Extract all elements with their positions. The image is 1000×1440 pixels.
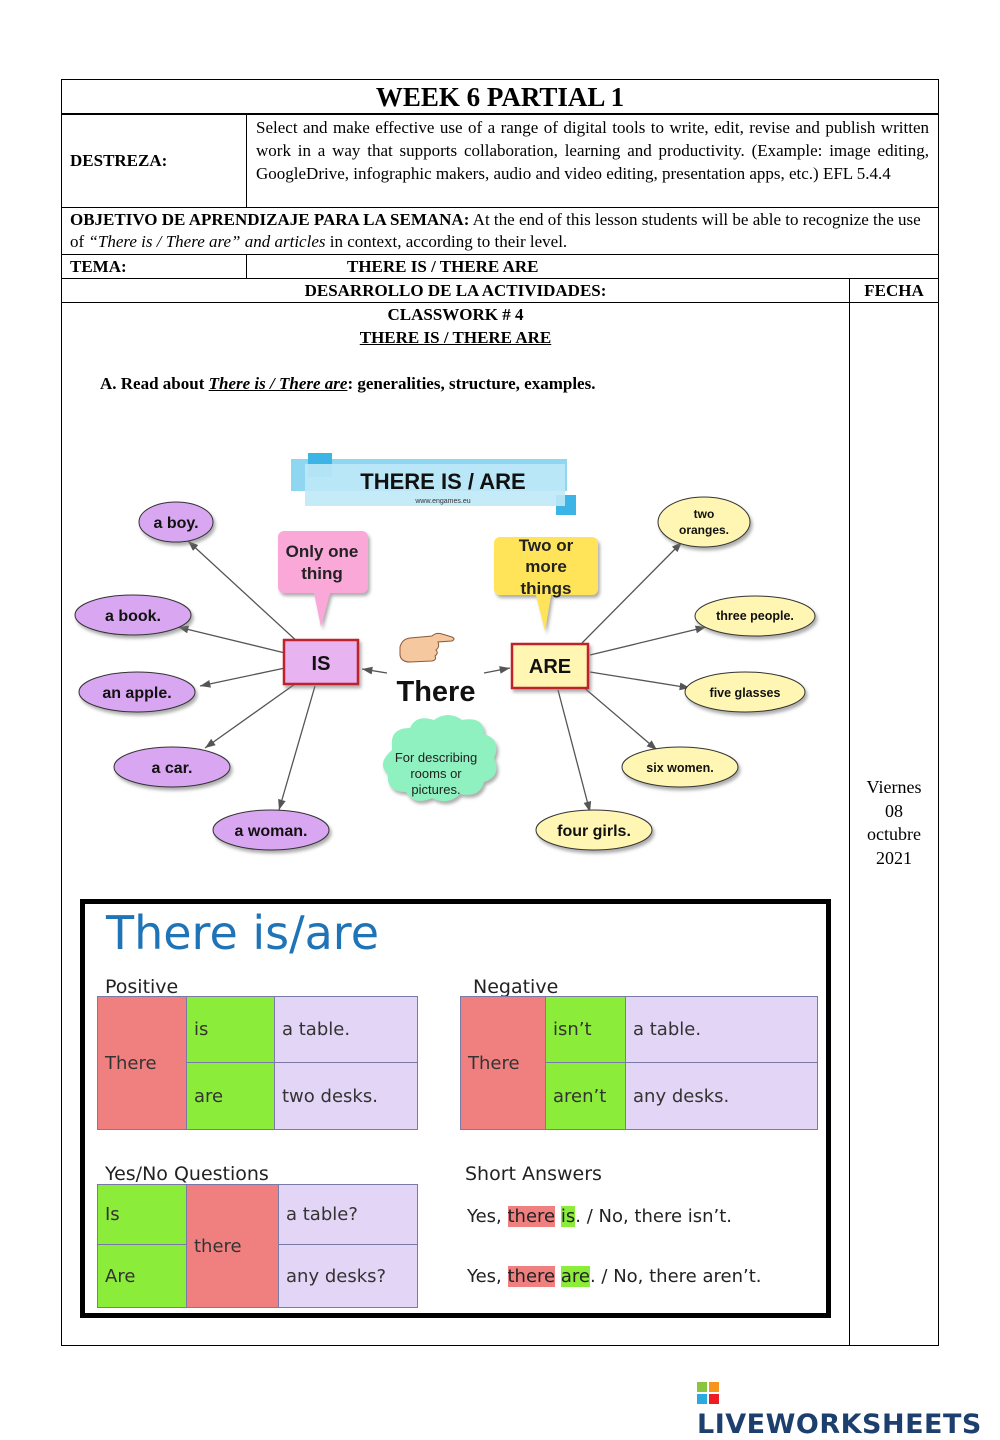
question-is: Is: [97, 1184, 187, 1245]
grammar-title: There is/are: [106, 906, 380, 960]
question-there: there: [186, 1184, 279, 1308]
date-num: 08: [885, 800, 903, 821]
cloud-shape: [382, 715, 497, 802]
liveworksheets-logo-text: LIVEWORKSHEETS: [697, 1409, 982, 1440]
are-box: [510, 642, 590, 690]
classwork-subtitle: THERE IS / THERE ARE: [359, 328, 552, 347]
singular-node: an apple.: [102, 685, 171, 702]
there-is-are-mindmap: THERE IS / ARE www.engames.eu Only one t…: [74, 453, 816, 851]
liveworksheets-logo: LIVEWORKSHEETS: [697, 1378, 1000, 1440]
cloud-line3: pictures.: [411, 782, 460, 797]
questions-heading: Yes/No Questions: [105, 1163, 269, 1185]
negative-obj1: a table.: [625, 996, 818, 1063]
cloud-line2: rooms or: [410, 766, 462, 781]
plural-node-two: two: [694, 507, 715, 521]
negative-there: There: [460, 996, 546, 1130]
are-arrows: [483, 541, 707, 813]
plural-node-oranges: oranges.: [679, 523, 729, 537]
sa2-yes: Yes,: [467, 1266, 508, 1287]
classwork-title: CLASSWORK # 4: [387, 305, 524, 324]
two-more-line3: things: [521, 579, 572, 598]
short-answer-2: Yes, there are. / No, there aren’t.: [467, 1266, 761, 1287]
instruction-prefix: A. Read about: [100, 374, 209, 393]
is-arrows: [177, 540, 388, 811]
two-more-line1: Two or: [519, 536, 574, 555]
positive-is: is: [186, 996, 275, 1063]
objetivo-row: OBJETIVO DE APRENDIZAJE PARA LA SEMANA: …: [61, 207, 939, 255]
date-text: Viernes 08 octubre 2021: [849, 776, 939, 870]
is-box-label: IS: [312, 653, 331, 675]
only-one-line1: Only one: [286, 542, 359, 561]
sa2-rest: . / No, there aren’t.: [589, 1266, 762, 1287]
plural-node: three people.: [716, 609, 794, 623]
date-month: octubre: [867, 824, 921, 844]
only-one-line2: thing: [301, 564, 343, 583]
positive-there: There: [97, 996, 187, 1130]
sa1-rest: . / No, there isn’t.: [575, 1206, 733, 1227]
positive-heading: Positive: [105, 976, 179, 998]
positive-obj1: a table.: [274, 996, 418, 1063]
question-are: Are: [97, 1244, 187, 1308]
is-box: [282, 638, 360, 686]
instruction-suffix: : generalities, structure, examples.: [347, 374, 596, 393]
short-answer-1: Yes, there is. / No, there isn’t.: [467, 1206, 732, 1227]
singular-node: a woman.: [235, 823, 308, 840]
date-year: 2021: [876, 847, 912, 868]
objetivo-text-1: At the end of this lesson students will …: [70, 210, 921, 251]
sa1-verb: is: [560, 1206, 576, 1227]
sa1-there: there: [507, 1206, 556, 1227]
singular-node: a book.: [105, 608, 161, 625]
plural-node: five glasses: [710, 686, 781, 700]
objetivo-italic: “There is / There are” and articles: [88, 232, 326, 251]
negative-isnt: isn’t: [545, 996, 626, 1063]
banner-site: www.engames.eu: [414, 498, 470, 505]
sa2-there: there: [507, 1266, 556, 1287]
question-obj1: a table?: [278, 1184, 418, 1245]
plural-node: six women.: [646, 761, 713, 775]
only-one-thing-bubble: [278, 531, 368, 627]
mindmap-banner: THERE IS / ARE www.engames.eu: [291, 453, 576, 515]
liveworksheets-logo-icon: [697, 1382, 719, 1404]
banner-text: THERE IS / ARE: [360, 469, 525, 494]
plural-node: four girls.: [557, 823, 631, 840]
sa2-verb: are: [560, 1266, 590, 1287]
are-box-label: ARE: [529, 656, 571, 678]
date-day: Viernes: [866, 777, 922, 797]
positive-obj2: two desks.: [274, 1062, 418, 1130]
positive-are: are: [186, 1062, 275, 1130]
singular-node: a car.: [152, 760, 193, 777]
cloud-line1: For describing: [395, 750, 477, 765]
two-more-line2: more: [525, 557, 567, 576]
worksheet-title: WEEK 6 PARTIAL 1: [61, 79, 939, 114]
objetivo-label: OBJETIVO DE APRENDIZAJE PARA LA SEMANA:: [70, 210, 470, 229]
sa1-yes: Yes,: [467, 1206, 508, 1227]
negative-heading: Negative: [473, 976, 559, 998]
question-obj2: any desks?: [278, 1244, 418, 1308]
pointing-hand-icon: [399, 632, 455, 663]
short-answers-heading: Short Answers: [465, 1163, 602, 1185]
destreza-text: Select and make effective use of a range…: [246, 114, 939, 208]
singular-node: a boy.: [153, 515, 198, 532]
two-or-more-bubble: [494, 537, 598, 631]
plural-nodes: [535, 496, 816, 851]
grammar-box: There is/are Positive There is are a tab…: [80, 899, 831, 1318]
instruction: A. Read about There is / There are: gene…: [100, 373, 595, 395]
negative-arent: aren’t: [545, 1062, 626, 1130]
date-cell: [849, 302, 939, 1346]
instruction-topic: There is / There are: [208, 374, 348, 393]
singular-nodes: [74, 501, 330, 851]
worksheet-title-text: WEEK 6 PARTIAL 1: [375, 82, 625, 112]
negative-obj2: any desks.: [625, 1062, 818, 1130]
center-there: There: [397, 676, 476, 708]
objetivo-text-2: in context, according to their level.: [325, 232, 568, 251]
